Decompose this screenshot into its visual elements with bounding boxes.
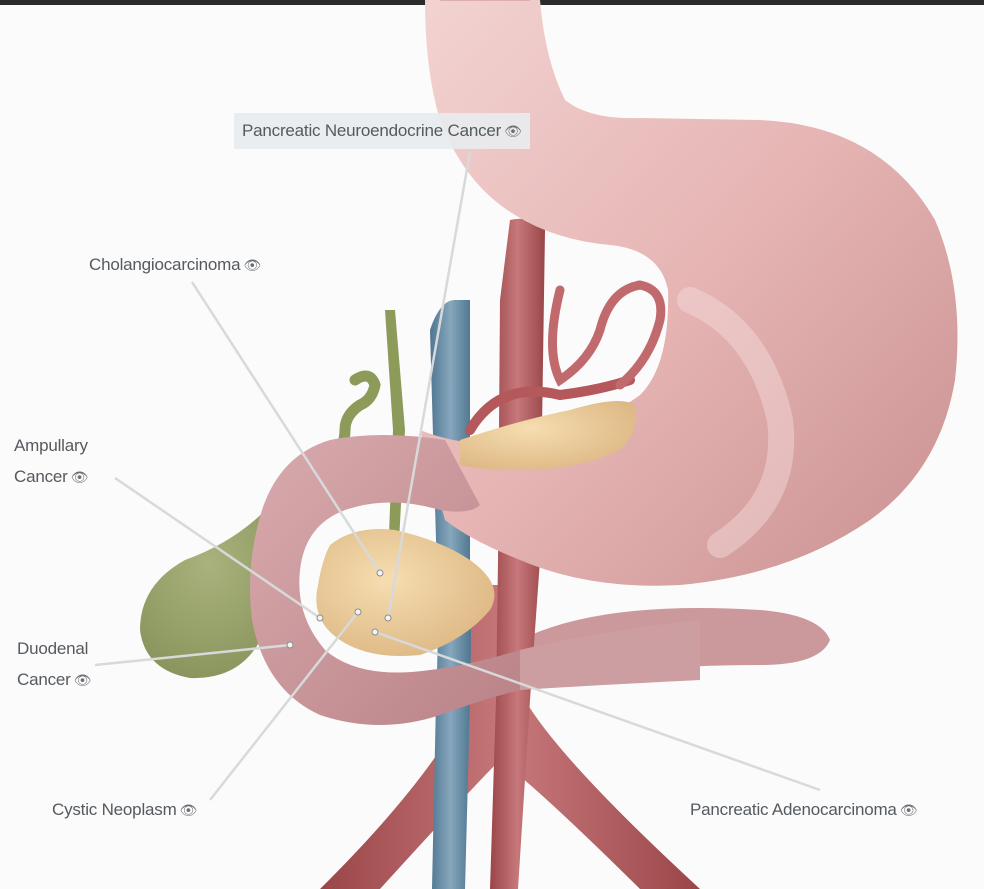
duodenal-marker[interactable] xyxy=(287,642,293,648)
label-cholangiocarcinoma[interactable]: Cholangiocarcinoma👁 xyxy=(89,249,261,281)
eye-icon: 👁 xyxy=(180,795,198,826)
eye-icon: 👁 xyxy=(900,795,918,826)
label-duodenal-cancer[interactable]: Duodenal Cancer👁 xyxy=(17,633,91,696)
label-text-line1: Duodenal xyxy=(17,633,91,664)
eye-icon: 👁 xyxy=(74,665,92,696)
label-text-line1: Ampullary xyxy=(14,430,88,461)
label-text-line2: Cancer xyxy=(14,467,68,486)
eye-icon: 👁 xyxy=(504,116,522,147)
label-text: Cystic Neoplasm xyxy=(52,800,177,819)
label-ampullary-cancer[interactable]: Ampullary Cancer👁 xyxy=(14,430,88,493)
pnet-marker[interactable] xyxy=(385,615,391,621)
label-cystic-neoplasm[interactable]: Cystic Neoplasm👁 xyxy=(52,794,197,826)
label-pancreatic-neuroendocrine-cancer[interactable]: Pancreatic Neuroendocrine Cancer👁 xyxy=(234,113,530,149)
stomach xyxy=(420,0,958,586)
ampullary-marker[interactable] xyxy=(317,615,323,621)
label-text-line2: Cancer xyxy=(17,670,71,689)
label-text: Cholangiocarcinoma xyxy=(89,255,240,274)
label-pancreatic-adenocarcinoma[interactable]: Pancreatic Adenocarcinoma👁 xyxy=(690,794,917,826)
label-text: Pancreatic Neuroendocrine Cancer xyxy=(242,121,501,140)
adeno-marker[interactable] xyxy=(372,629,378,635)
cystic-marker[interactable] xyxy=(355,609,361,615)
eye-icon: 👁 xyxy=(71,462,89,493)
eye-icon: 👁 xyxy=(243,250,261,281)
bile-duct xyxy=(330,310,405,560)
cholangio-marker[interactable] xyxy=(377,570,383,576)
label-text: Pancreatic Adenocarcinoma xyxy=(690,800,897,819)
